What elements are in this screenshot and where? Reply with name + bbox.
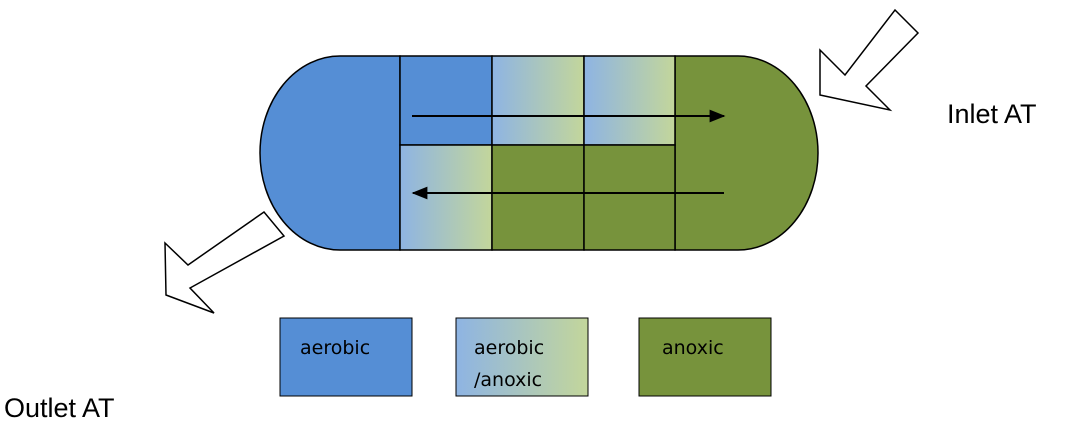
outlet-label: Outlet AT	[4, 393, 115, 423]
inlet-label: Inlet AT	[947, 99, 1037, 129]
legend-box-aerobic-anoxic	[455, 317, 589, 397]
legend-label-aerobic: aerobic	[300, 337, 370, 359]
legend-label-aerobic-anoxic-line2: /anoxic	[474, 369, 542, 391]
legend-label-anoxic: anoxic	[662, 337, 724, 359]
legend-box-aerobic	[279, 317, 413, 397]
tank-cell-top-2	[491, 55, 585, 146]
tank-right-cap	[674, 55, 819, 251]
tank-cell-bottom-2	[491, 144, 585, 251]
tank-cell-bottom-1	[399, 144, 493, 251]
legend-label-aerobic-anoxic-line1: aerobic	[474, 337, 544, 359]
tank-cell-top-1	[399, 55, 493, 146]
legend-box-anoxic	[638, 317, 772, 397]
inlet-arrow	[819, 8, 920, 112]
tank-left-cap	[259, 55, 401, 251]
tank-cell-bottom-3	[583, 144, 676, 251]
tank-cell-top-3	[583, 55, 676, 146]
outlet-arrow	[164, 210, 286, 314]
